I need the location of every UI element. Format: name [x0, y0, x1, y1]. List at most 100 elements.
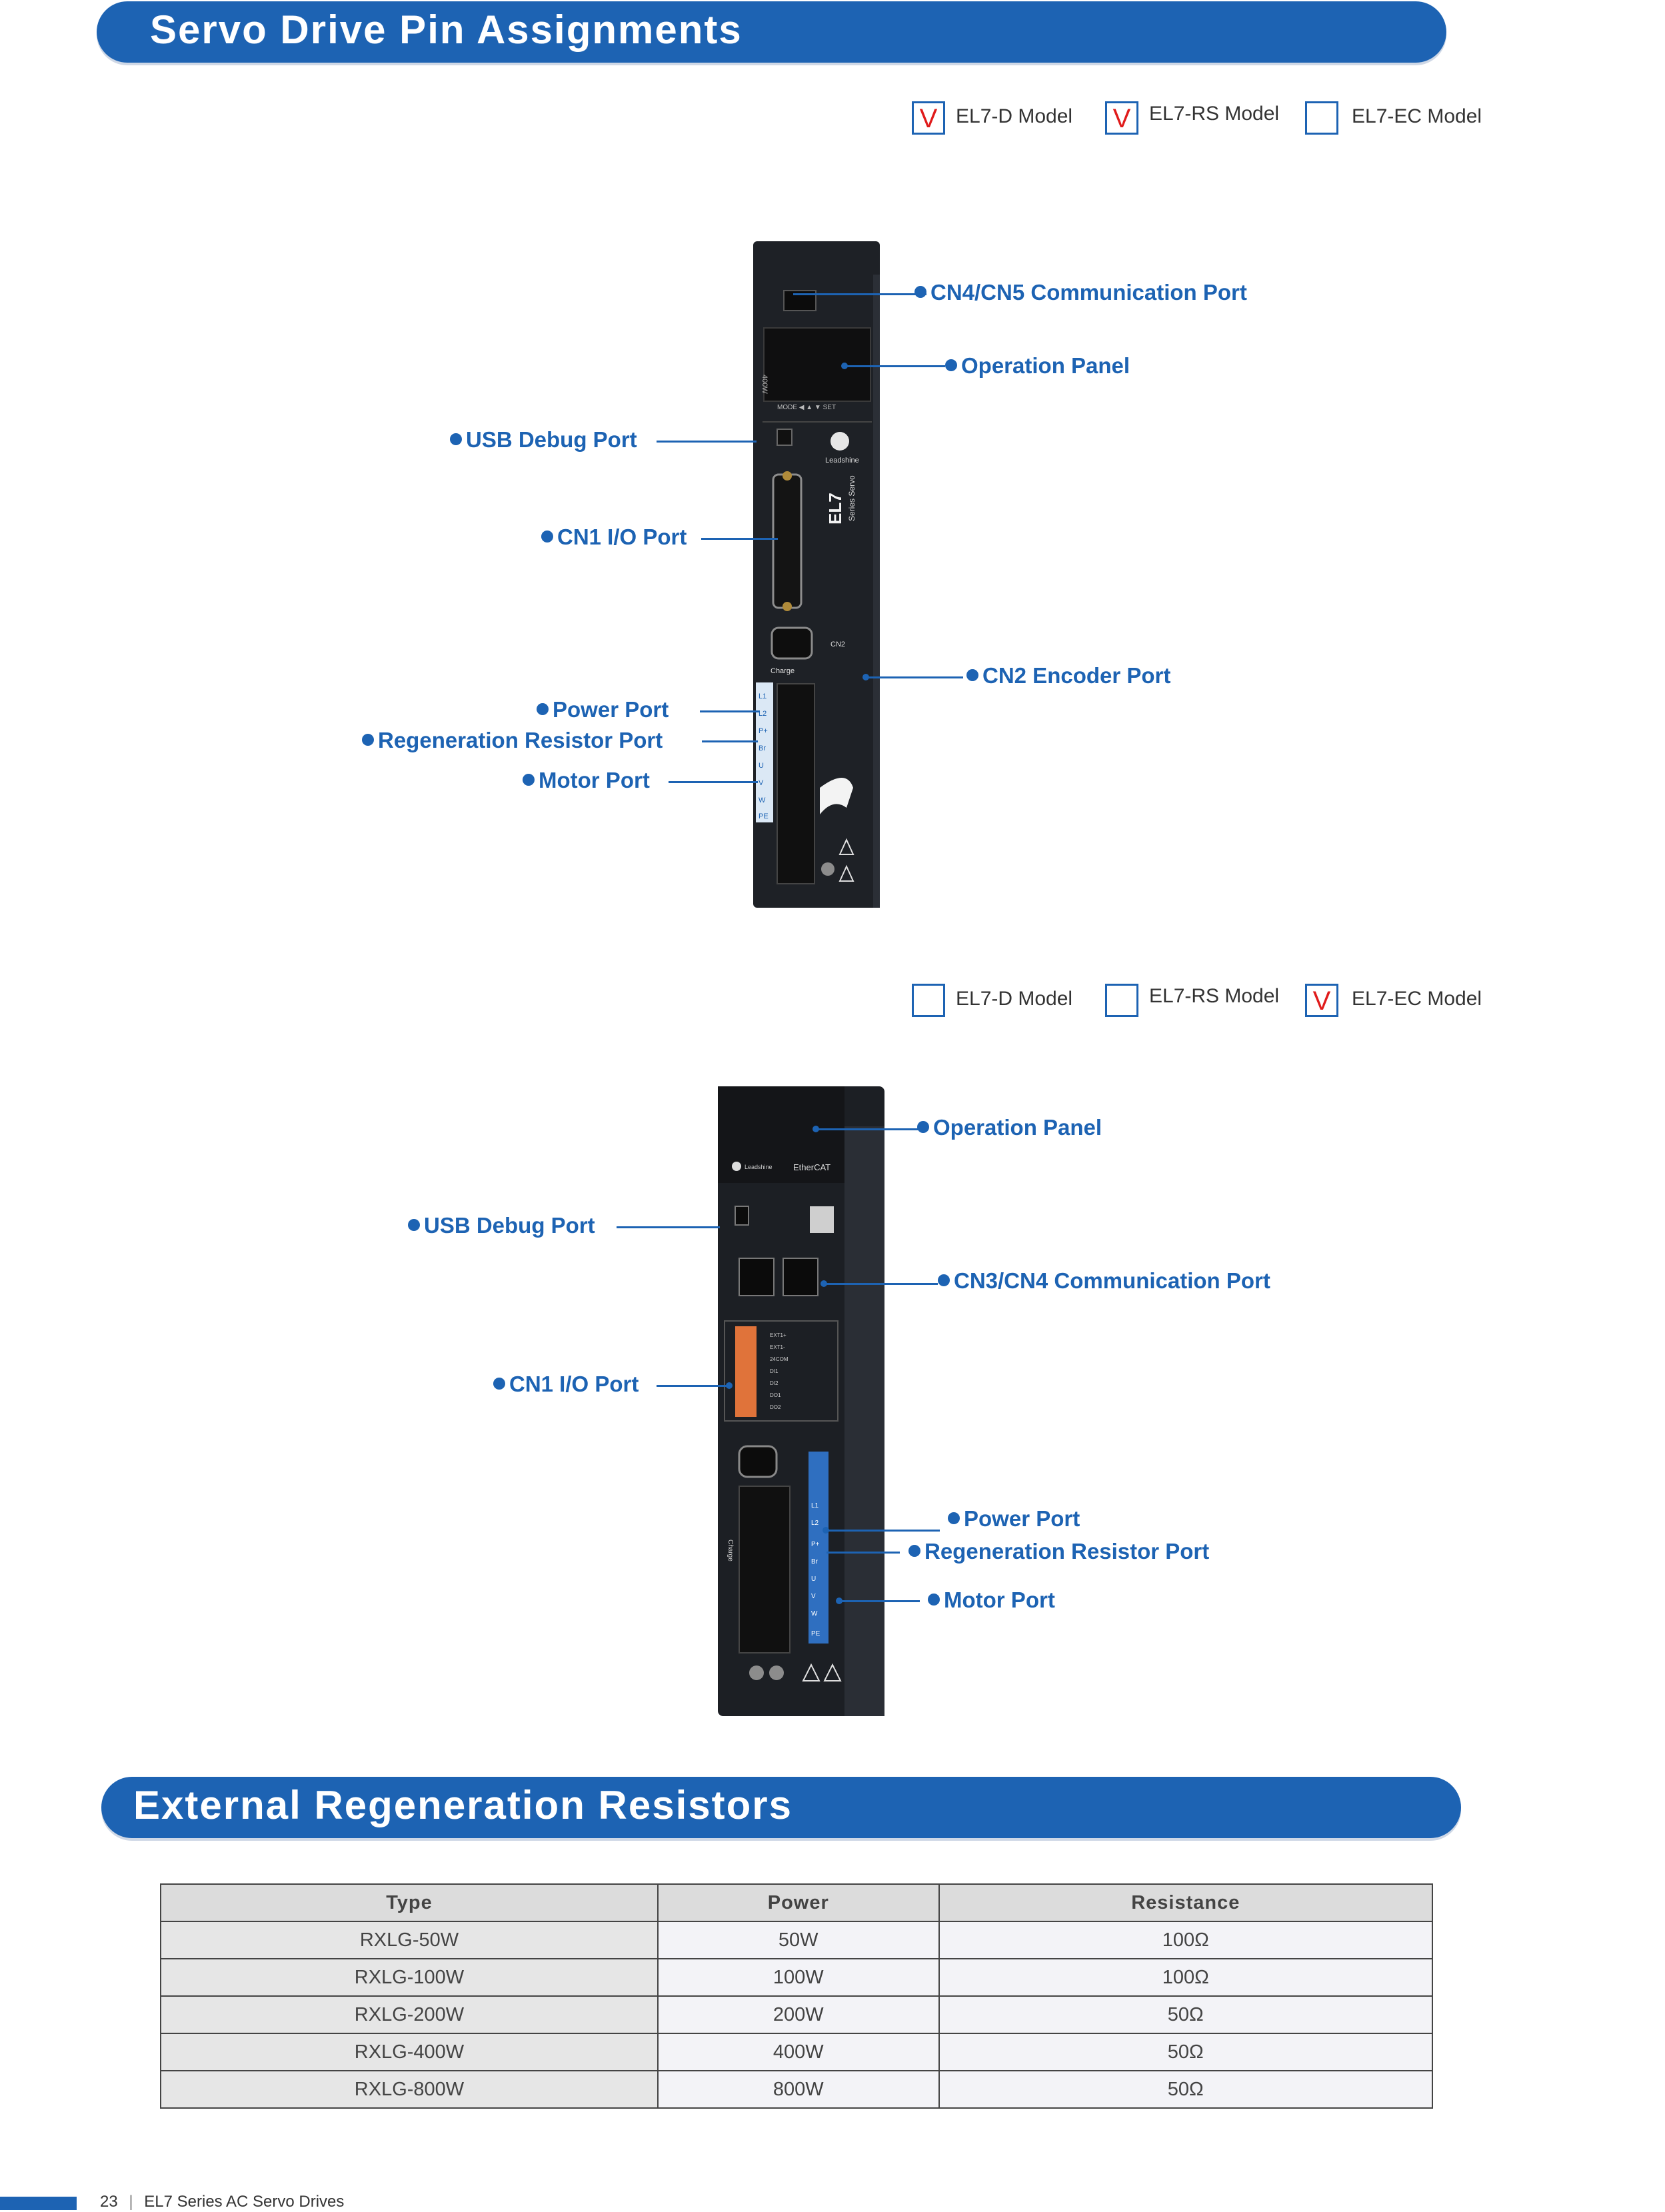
terminal-label: V	[811, 1593, 816, 1600]
footer-accent-bar	[0, 2197, 77, 2210]
cn2-label: CN2	[831, 640, 845, 648]
terminal-label: Br	[811, 1558, 819, 1566]
footer: 23 | EL7 Series AC Servo Drives	[100, 2193, 344, 2211]
cn1-io-frame	[724, 1320, 838, 1422]
leader-line	[657, 1385, 730, 1387]
bullet-dot-icon	[408, 1219, 420, 1231]
cell-power: 400W	[657, 2033, 940, 2071]
bullet-dot-icon	[945, 359, 957, 371]
callout-cn1-io: CN1 I/O Port	[541, 525, 687, 550]
cell-resistance: 100Ω	[938, 1958, 1434, 1997]
footer-title: EL7 Series AC Servo Drives	[144, 2193, 345, 2211]
operation-panel-display	[763, 327, 871, 402]
bullet-dot-icon	[450, 433, 462, 445]
ethercat-text: EtherCAT	[793, 1162, 831, 1172]
footer-separator: |	[129, 2193, 133, 2211]
leader-line	[866, 676, 963, 678]
servo-drive-image-el7-d: 400W MODE ◀ ▲ ▼ SET Leadshine EL7 Series…	[753, 241, 880, 908]
leader-line	[817, 1128, 920, 1130]
io-label: DO2	[770, 1404, 781, 1410]
leader-end-dot	[862, 674, 869, 680]
model-label: EL7-D Model	[956, 988, 1073, 1010]
warning-icon	[802, 1663, 821, 1681]
bullet-dot-icon	[523, 774, 535, 786]
model-selector-bottom: EL7-D Model EL7-RS Model V EL7-EC Model	[912, 984, 1512, 1024]
callout-operation-panel: Operation Panel	[917, 1115, 1102, 1140]
terminal-label-strip	[756, 682, 773, 822]
model-label: EL7-RS Model	[1149, 985, 1280, 1007]
section-banner-pin-assignments: Servo Drive Pin Assignments	[97, 1, 1446, 63]
io-label: EXT1+	[770, 1332, 787, 1338]
bullet-dot-icon	[928, 1594, 940, 1606]
callout-cn1-io: CN1 I/O Port	[493, 1372, 639, 1397]
leader-line	[657, 441, 757, 443]
model-checkbox: V	[1305, 984, 1338, 1017]
bullet-dot-icon	[493, 1378, 505, 1390]
bullet-dot-icon	[362, 734, 374, 746]
ground-screw-icon	[749, 1665, 764, 1680]
regen-resistor-table: Type Power Resistance RXLG-50W 50W 100Ω …	[160, 1883, 1434, 2109]
callout-motor: Motor Port	[928, 1588, 1055, 1613]
divider	[763, 421, 872, 423]
terminal-label: P+	[759, 727, 768, 735]
callout-usb-debug: USB Debug Port	[408, 1213, 595, 1238]
table-row: RXLG-400W 400W 50Ω	[160, 2033, 1434, 2071]
terminal-label: V	[759, 779, 764, 787]
column-header-type: Type	[160, 1883, 659, 1922]
leader-line	[827, 1530, 940, 1532]
leader-end-dot	[813, 1126, 819, 1132]
leader-line	[617, 1226, 720, 1228]
section-title: External Regeneration Resistors	[133, 1783, 793, 1827]
cn1-io-terminal-block	[735, 1326, 757, 1417]
ground-screw-icon	[769, 1665, 784, 1680]
terminal-label: PE	[811, 1630, 821, 1638]
cell-type: RXLG-400W	[160, 2033, 659, 2071]
charge-label: Charge	[727, 1540, 734, 1562]
leadshine-logo-icon	[732, 1162, 741, 1171]
cell-type: RXLG-50W	[160, 1921, 659, 1959]
model-label: EL7-EC Model	[1352, 105, 1482, 127]
model-label: EL7-RS Model	[1149, 103, 1280, 125]
leader-line	[702, 740, 758, 742]
charge-label: Charge	[771, 667, 795, 675]
bullet-dot-icon	[966, 669, 978, 681]
callout-regen-resistor: Regeneration Resistor Port	[362, 728, 663, 753]
cell-resistance: 50Ω	[938, 1995, 1434, 2034]
screw-icon	[783, 602, 792, 611]
leader-line	[793, 293, 926, 295]
model-selector-top: V EL7-D Model V EL7-RS Model EL7-EC Mode…	[912, 101, 1512, 141]
terminal-label: L1	[759, 692, 767, 700]
callout-operation-panel: Operation Panel	[945, 353, 1130, 379]
screw-icon	[783, 471, 792, 481]
leadshine-logo-icon	[831, 432, 849, 451]
cell-type: RXLG-200W	[160, 1995, 659, 2034]
warning-icon	[838, 838, 854, 855]
model-label: EL7-EC Model	[1352, 988, 1482, 1010]
bullet-dot-icon	[541, 531, 553, 543]
callout-cn2-encoder: CN2 Encoder Port	[966, 663, 1170, 688]
terminal-label: L1	[811, 1502, 819, 1510]
bullet-dot-icon	[917, 1121, 929, 1133]
leader-line	[827, 1552, 900, 1554]
leader-line	[840, 1600, 920, 1602]
section-title: Servo Drive Pin Assignments	[150, 7, 743, 52]
table-row: RXLG-100W 100W 100Ω	[160, 1958, 1434, 1997]
main-terminal-block	[739, 1486, 791, 1654]
leader-line	[825, 1283, 938, 1285]
terminal-label: W	[811, 1610, 818, 1618]
bullet-dot-icon	[914, 286, 926, 298]
leader-line	[701, 538, 778, 540]
terminal-label: U	[759, 762, 764, 770]
terminal-label: W	[759, 796, 766, 804]
ground-screw-icon	[821, 862, 834, 876]
callout-cn3-cn4: CN3/CN4 Communication Port	[938, 1268, 1270, 1294]
servo-drive-image-el7-ec: Leadshine EtherCAT EXT1+ EXT1- 24COM DI1…	[718, 1086, 884, 1716]
model-label: EL7-D Model	[956, 105, 1073, 127]
callout-power: Power Port	[948, 1506, 1080, 1532]
bullet-dot-icon	[948, 1512, 960, 1524]
bullet-dot-icon	[908, 1545, 920, 1557]
cn1-io-connector	[772, 473, 803, 609]
column-header-power: Power	[657, 1883, 940, 1922]
terminal-label: Br	[759, 744, 766, 752]
cn3-rj45-connector	[739, 1258, 775, 1296]
